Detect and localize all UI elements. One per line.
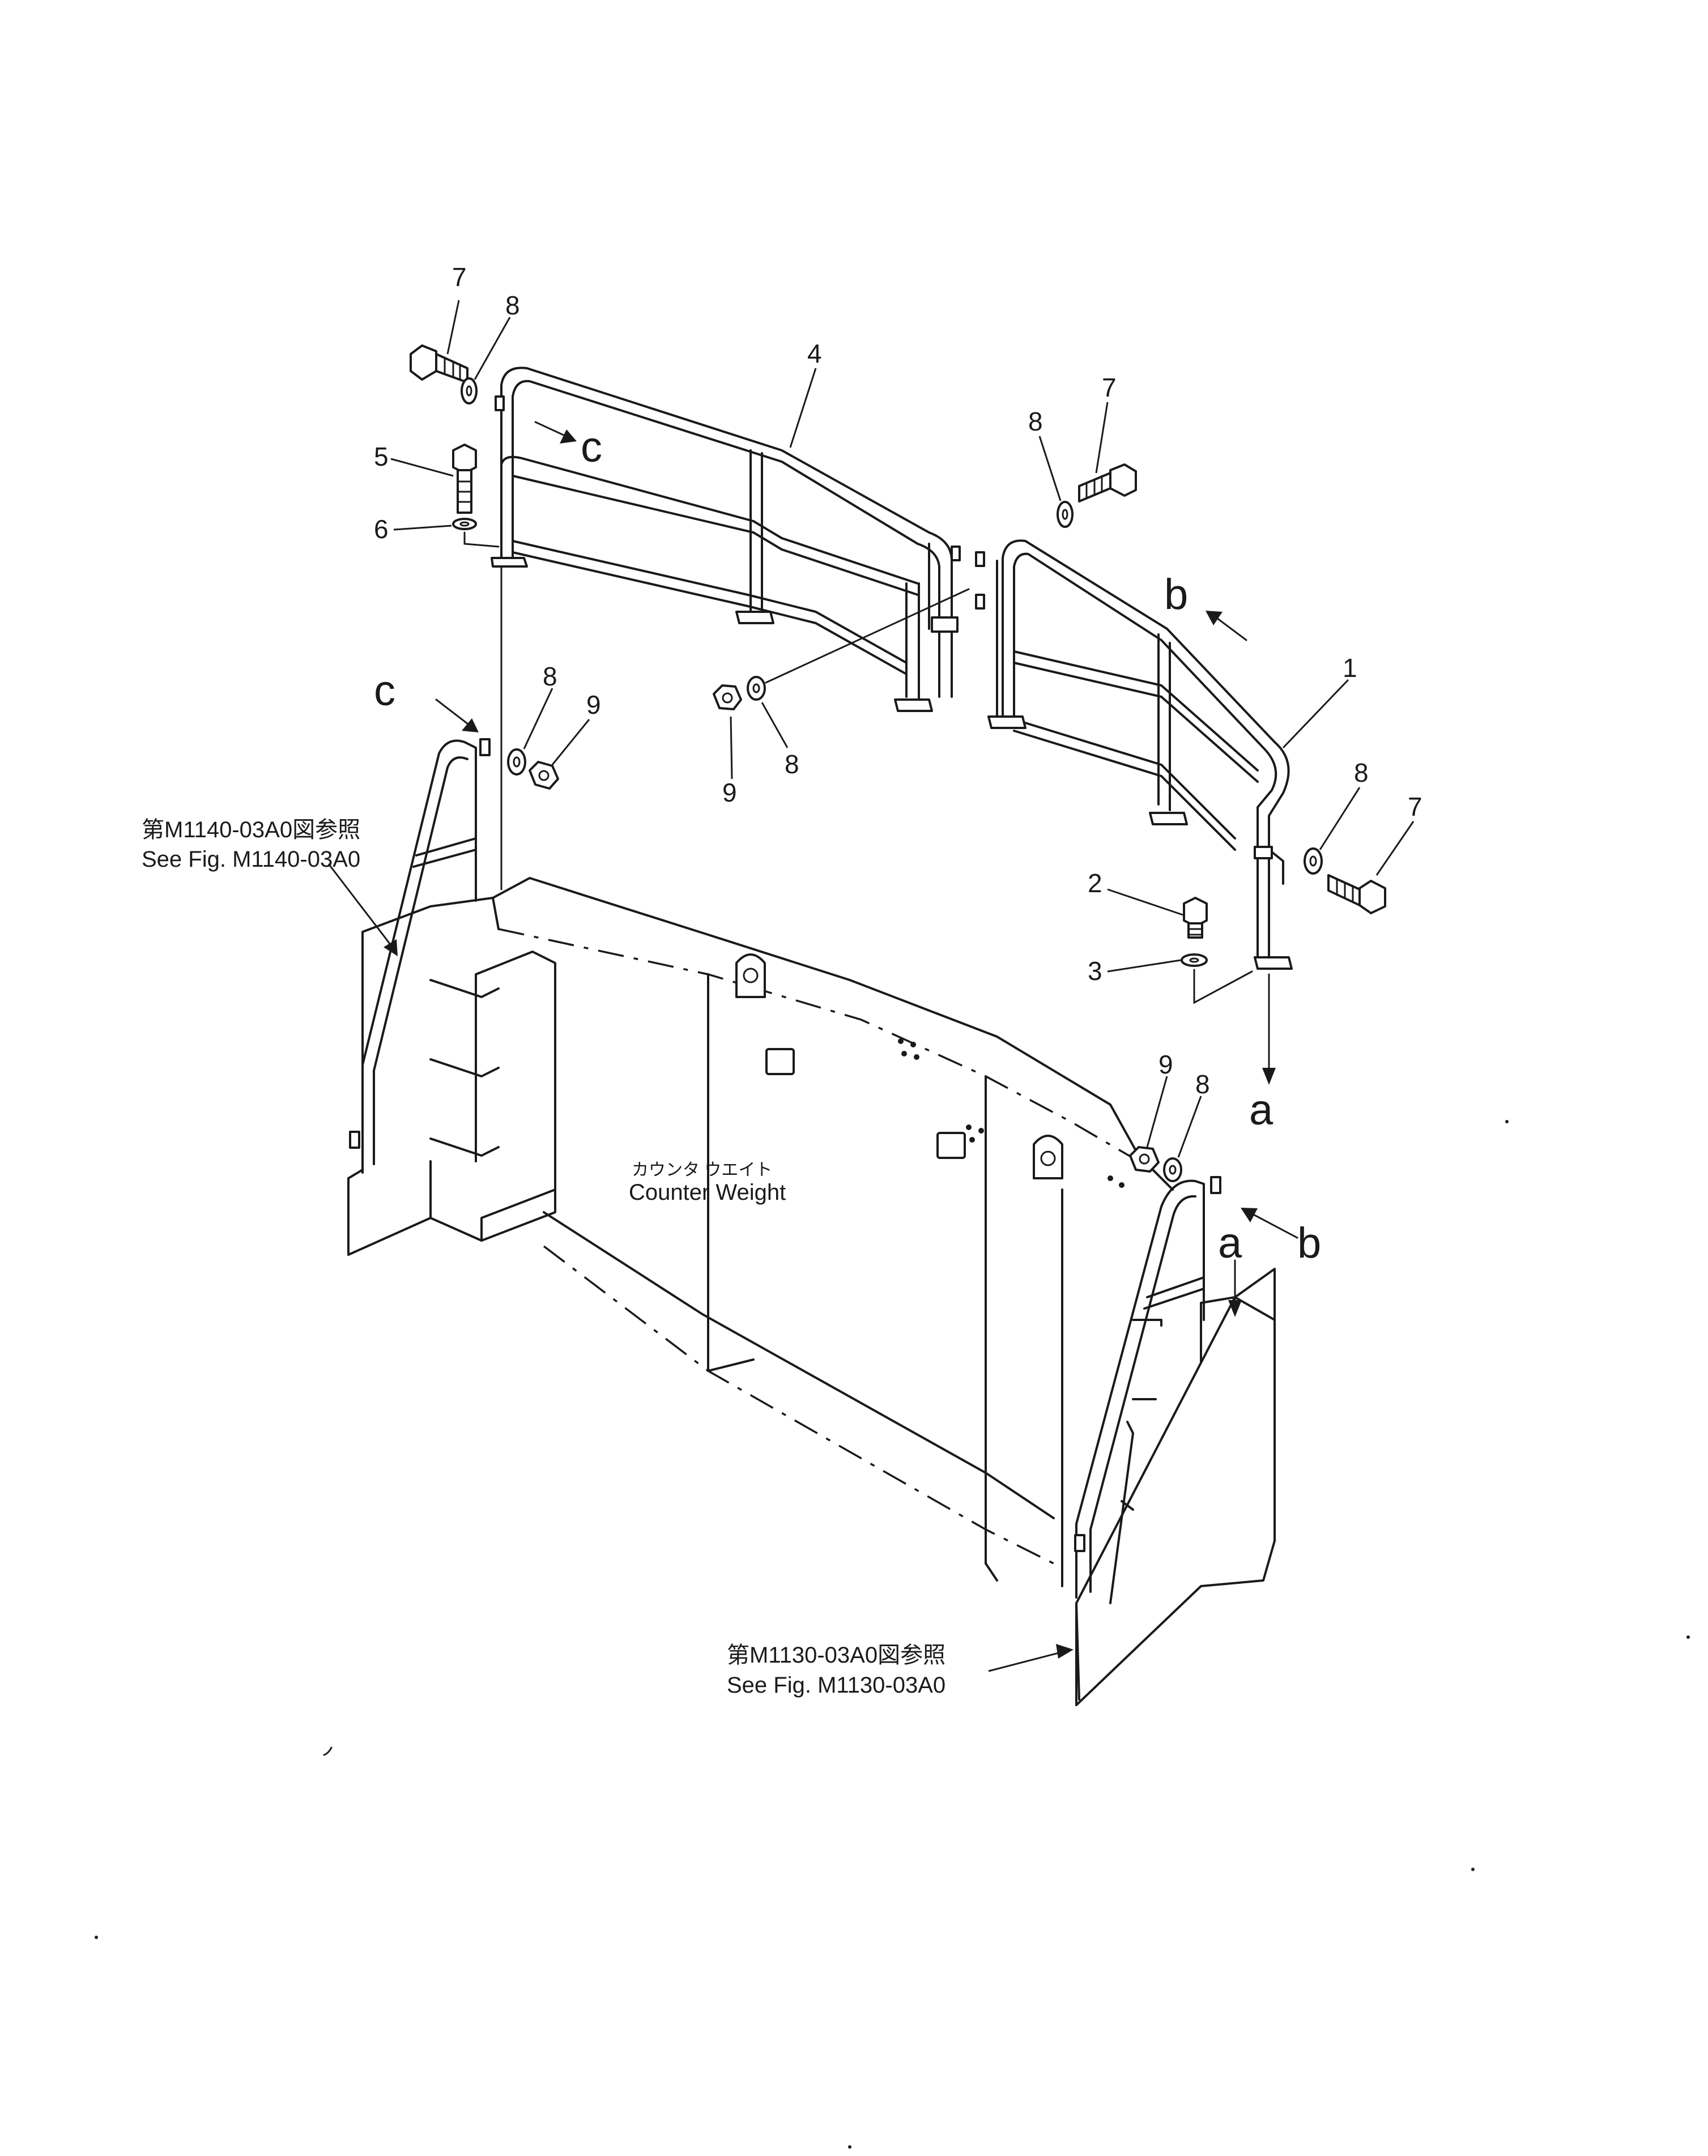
counterweight-body [492, 877, 1174, 1587]
top-slot-right [936, 1132, 966, 1159]
right-step-assembly [1074, 1176, 1276, 1706]
callout-7-top-left: 7 [452, 262, 467, 292]
nut-9-mid-centre [713, 684, 742, 710]
callout-7-top-right: 7 [1102, 373, 1117, 402]
reference-right-jp: 第M1130-03A0図参照 [727, 1643, 945, 1668]
reference-left-en: See Fig. M1140-03A0 [142, 847, 360, 872]
view-letter-a-right: a [1249, 1086, 1273, 1134]
view-letter-c-top: c [581, 423, 602, 471]
ref-right-leader [988, 1650, 1066, 1672]
nut-9-bottom-right [1129, 1146, 1160, 1173]
bolt-7-right [1327, 874, 1386, 914]
arrow-c-left-shaft [435, 698, 474, 729]
ref-left-arrowhead [384, 939, 398, 956]
callout-2: 2 [1088, 868, 1102, 898]
handrail-1 [975, 539, 1293, 970]
arrow-b-bottom [1241, 1208, 1258, 1222]
callout-8-bottom-right: 8 [1195, 1070, 1210, 1099]
left-step-assembly [347, 738, 556, 1256]
bolt-7-top-right [1078, 463, 1137, 502]
lifting-eye-right [1033, 1135, 1063, 1179]
callout-3: 3 [1088, 956, 1102, 986]
callout-9-mid-centre: 9 [722, 778, 737, 807]
callout-1: 1 [1343, 653, 1357, 683]
callout-6: 6 [374, 514, 389, 544]
washer-8-top-left [461, 377, 478, 404]
counterweight-label-en: Counter Weight [629, 1180, 786, 1205]
callout-8-mid-left: 8 [543, 662, 557, 691]
callout-4: 4 [807, 339, 822, 368]
view-letter-a-bottom: a [1218, 1219, 1242, 1267]
washer-8-right [1304, 847, 1323, 875]
scan-specks [95, 1120, 1690, 2149]
arrow-a-bottom [1228, 1300, 1242, 1317]
arrow-b-bottom-shaft [1248, 1211, 1298, 1239]
nut-9-mid-left [529, 761, 559, 790]
washer-6 [452, 518, 500, 548]
reference-left-jp: 第M1140-03A0図参照 [142, 817, 360, 842]
ref-left-leader [327, 863, 395, 949]
view-letter-b-top: b [1164, 570, 1188, 619]
callout-9-bottom-right: 9 [1158, 1050, 1173, 1079]
top-slot-left [765, 1048, 795, 1075]
callout-leaders [390, 300, 1415, 1158]
callout-8-top-right: 8 [1028, 407, 1043, 436]
callout-7-right: 7 [1408, 792, 1422, 821]
reference-right-en: See Fig. M1130-03A0 [727, 1673, 945, 1698]
callout-8-mid-centre: 8 [785, 749, 799, 779]
ref-right-arrowhead [1056, 1644, 1074, 1659]
handrail-4 [491, 367, 961, 712]
bolt-2 [1183, 897, 1208, 939]
washer-8-mid-left [507, 748, 526, 776]
view-letter-b-bottom: b [1297, 1219, 1321, 1267]
washer-8-top-right [1057, 501, 1074, 528]
arrow-a-right [1262, 1068, 1276, 1085]
callout-5: 5 [374, 442, 389, 471]
callout-9-mid-left: 9 [586, 690, 601, 719]
callout-8-right: 8 [1354, 758, 1369, 787]
arrow-c-left [462, 718, 479, 732]
arrow-b-top-shaft [1211, 613, 1247, 641]
bolt-7-top-left [410, 344, 468, 384]
bolt-5 [452, 444, 477, 514]
washer-8-mid-centre [747, 588, 970, 701]
view-letter-c-left: c [374, 667, 395, 715]
callout-8-top-left: 8 [505, 291, 520, 320]
counterweight-label-jp: カウンタ ウエイト [632, 1161, 772, 1179]
washer-3 [1181, 953, 1253, 1004]
arrow-c-top [560, 429, 577, 444]
lifting-eye-left [735, 953, 766, 998]
hole-pattern [898, 1038, 1125, 1188]
arrow-b-top [1206, 611, 1223, 625]
washer-8-bottom-right [1163, 1157, 1182, 1182]
